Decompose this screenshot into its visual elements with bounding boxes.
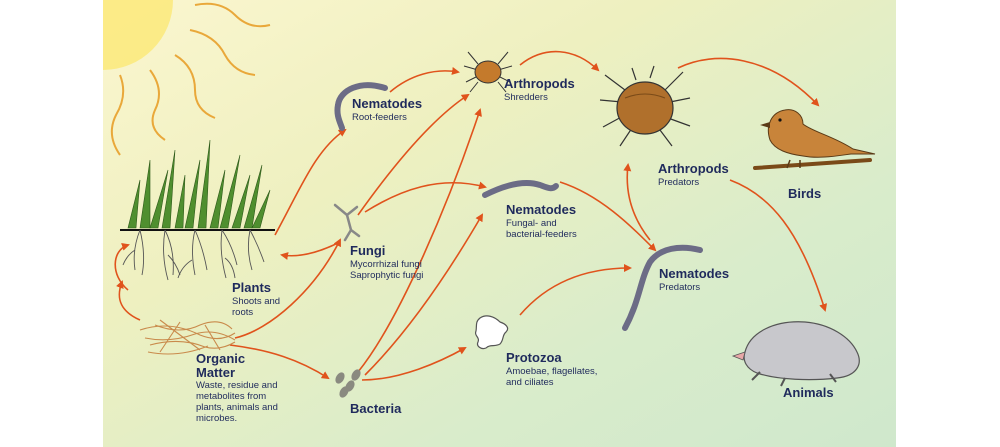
sun-icon [103,0,271,156]
nematode-fungal-feeder-icon [482,180,559,198]
nematodes-predators-label: Nematodes Predators [659,267,749,294]
fungi-label: Fungi Mycorrhizal fungi Saprophytic fung… [350,244,440,281]
arthropods-shredders-subtitle: Shredders [504,91,548,103]
nematode-root-feeder-icon [334,82,388,131]
plants-label: Plants Shoots and roots [232,281,302,318]
protozoa-subtitle: Amoebae, flagellates, and ciliates [506,365,598,388]
organic-matter-label: Organic Matter Waste, residue and metabo… [196,352,286,425]
animals-title: Animals [783,385,834,400]
fungi-icon [333,203,361,242]
birds-label: Birds [788,187,821,201]
arthropods-predators-title: Arthropods [658,161,729,176]
plants-subtitle: Shoots and roots [232,295,281,318]
nematodes-fungal-feeders-subtitle: Fungal- and bacterial-feeders [506,217,577,240]
organic-matter-icon [139,319,236,355]
bird-icon [753,109,876,170]
organic-matter-subtitle: Waste, residue and metabolites from plan… [196,380,278,425]
birds-title: Birds [788,186,822,201]
nematodes-root-feeders-title: Nematodes [352,96,423,111]
nematodes-fungal-feeders-title: Nematodes [506,202,577,217]
nematodes-predators-subtitle: Predators [659,281,701,293]
bacteria-label: Bacteria [350,402,401,416]
organic-matter-title: Organic Matter [196,351,246,380]
animal-mole-icon [731,321,860,387]
arthropods-predators-subtitle: Predators [658,176,700,188]
bacteria-title: Bacteria [350,401,402,416]
arthropod-shredder-icon [463,51,513,93]
plants-title: Plants [232,280,272,295]
nematodes-root-feeders-subtitle: Root-feeders [352,111,407,123]
nematodes-predators-title: Nematodes [659,266,730,281]
arthropod-predator-icon [599,65,691,147]
arthropods-predators-label: Arthropods Predators [658,162,748,189]
animals-label: Animals [783,386,834,400]
nematodes-fungal-feeders-label: Nematodes Fungal- and bacterial-feeders [506,203,601,240]
fungi-title: Fungi [350,243,386,258]
protozoa-title: Protozoa [506,350,562,365]
bacteria-icon [335,369,361,398]
food-web-arrows [114,50,828,381]
arthropods-shredders-title: Arthropods [504,76,575,91]
nematodes-root-feeders-label: Nematodes Root-feeders [352,97,442,124]
plants-icon [120,139,275,281]
fungi-subtitle: Mycorrhizal fungi Saprophytic fungi [350,258,424,281]
arthropods-shredders-label: Arthropods Shredders [504,77,594,104]
nematode-predator-icon [622,244,703,331]
protozoa-label: Protozoa Amoebae, flagellates, and cilia… [506,351,606,388]
protozoa-icon [474,315,509,350]
